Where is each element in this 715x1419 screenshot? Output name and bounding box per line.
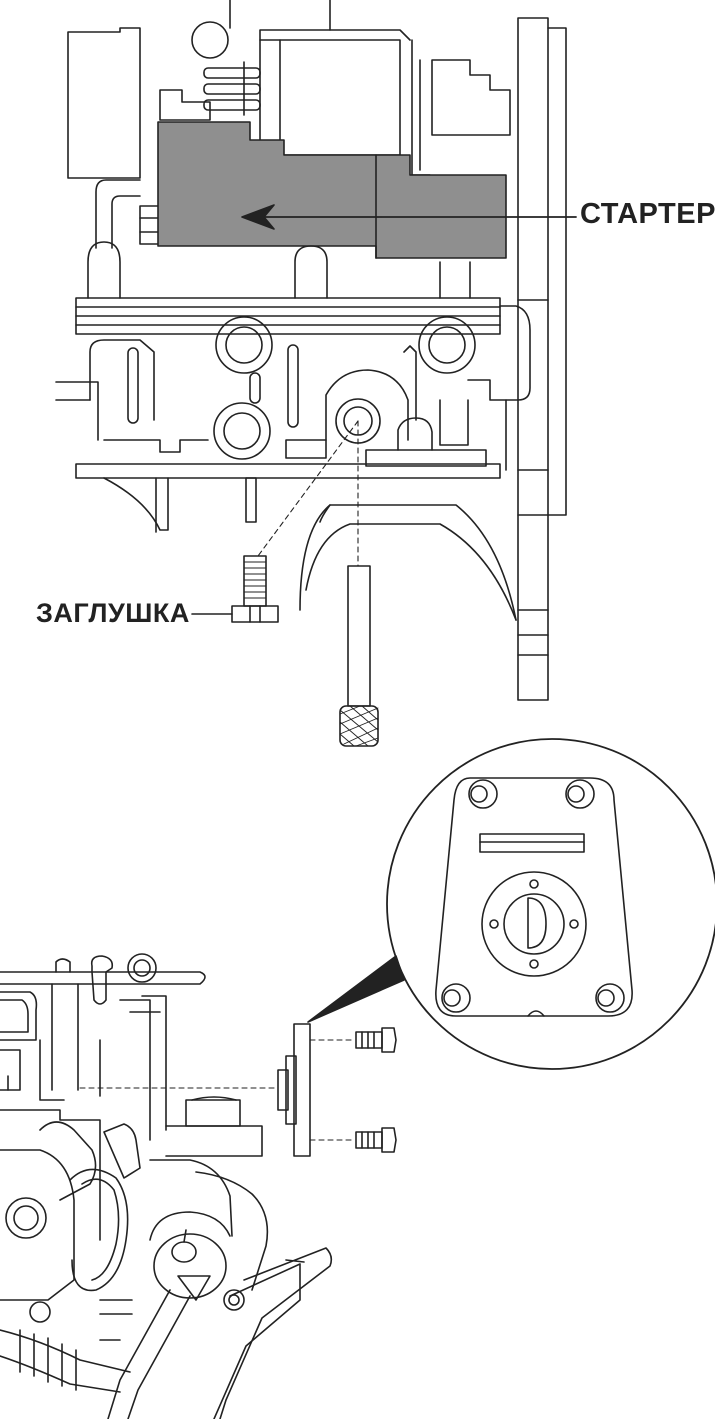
- bolt-lower: [355, 1127, 397, 1153]
- starter-pointer: [241, 204, 577, 230]
- magnified-cover-view: [386, 738, 715, 1070]
- starter-label: СТАРТЕР: [580, 198, 715, 230]
- carburetor-top-body: [55, 241, 531, 747]
- magnifier-pointer: [307, 955, 405, 1023]
- bolt-upper: [355, 1027, 397, 1053]
- plug-label: ЗАГЛУШКА: [36, 598, 190, 628]
- cover-side-view: [79, 1023, 353, 1157]
- starter-body: [157, 121, 507, 259]
- carburetor-top-view: [67, 0, 567, 701]
- plug-screw: [231, 555, 279, 623]
- carburetor-side-view: [0, 953, 333, 1419]
